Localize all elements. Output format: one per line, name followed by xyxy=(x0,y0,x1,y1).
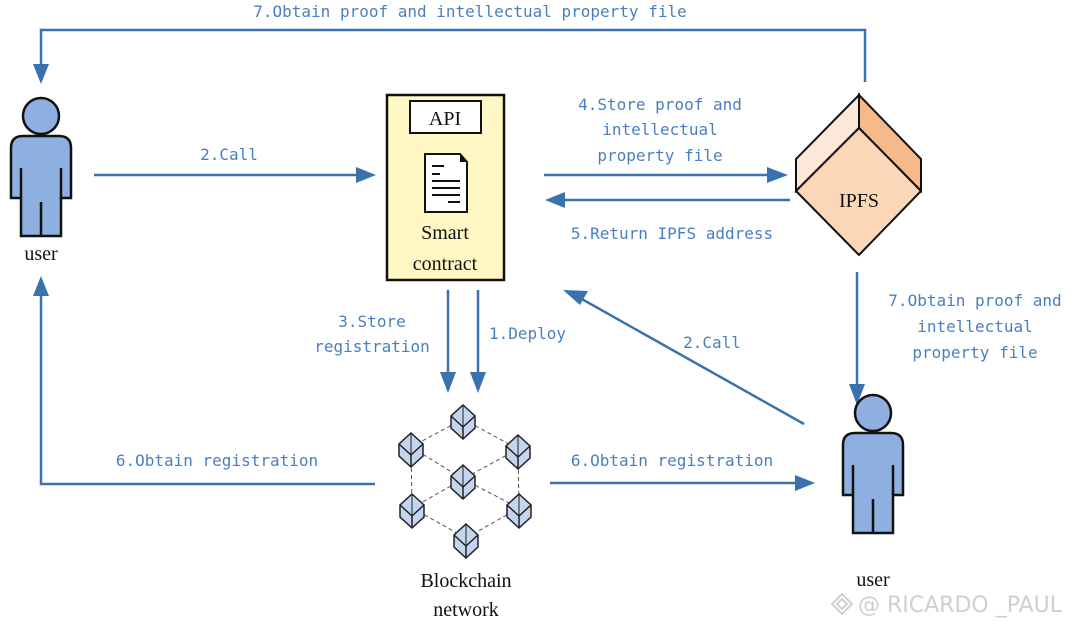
arrowhead-icon xyxy=(33,276,49,296)
arrowhead-icon xyxy=(470,372,486,393)
api-label: API xyxy=(429,108,461,130)
user-right-figure[interactable] xyxy=(841,393,905,535)
block-icon xyxy=(450,404,476,440)
ipfs-label: IPFS xyxy=(839,190,879,212)
edge-label-store-reg-1: 3.Store xyxy=(338,312,405,331)
contract-label-2: contract xyxy=(413,253,478,275)
edge-call-right: 2.Call xyxy=(563,290,805,426)
arrowhead-icon xyxy=(767,167,788,183)
edge-label-call-right: 2.Call xyxy=(683,333,741,352)
arrowhead-icon xyxy=(33,64,49,84)
smart-contract-node[interactable]: API Smart contract xyxy=(385,93,506,282)
edge-label-call-left: 2.Call xyxy=(200,145,258,164)
block-icon xyxy=(398,432,424,468)
edge-label-obtain-right-2: intellectual xyxy=(917,317,1033,336)
edge-label-deploy: 1.Deploy xyxy=(489,324,566,343)
user-left-label: user xyxy=(24,243,58,265)
document-icon xyxy=(424,153,468,213)
edge-label-top-obtain: 7.Obtain proof and intellectual property… xyxy=(253,2,686,21)
arrowhead-icon xyxy=(440,372,456,393)
edge-top-obtain: 7.Obtain proof and intellectual property… xyxy=(33,2,867,84)
arrowhead-icon xyxy=(545,192,565,208)
block-icon xyxy=(450,464,476,500)
user-left-figure[interactable] xyxy=(9,96,73,238)
edge-deploy: 1.Deploy xyxy=(470,290,566,393)
edge-label-obtain-reg-right: 6.Obtain registration xyxy=(571,451,773,470)
ipfs-node[interactable]: IPFS xyxy=(794,92,923,257)
edge-call-left: 2.Call xyxy=(94,145,376,183)
arrowhead-icon xyxy=(795,475,815,491)
arrowhead-icon xyxy=(849,384,865,405)
watermark: @ RICARDO _PAUL xyxy=(830,592,1063,618)
edge-label-obtain-right-1: 7.Obtain proof and xyxy=(888,291,1061,310)
block-icon xyxy=(505,434,531,470)
arrowhead-icon xyxy=(356,167,376,183)
edge-store-proof: 4.Store proof and intellectual property … xyxy=(544,95,788,183)
edge-label-store-reg-2: registration xyxy=(314,337,430,356)
blockchain-label-2: network xyxy=(433,599,499,621)
contract-label-1: Smart xyxy=(421,222,469,244)
blockchain-network-node[interactable]: Blockchain network xyxy=(398,404,532,621)
user-right-label: user xyxy=(856,569,890,591)
edge-return-ipfs: 5.Return IPFS address xyxy=(545,192,790,243)
edge-label-store-proof-1: 4.Store proof and xyxy=(578,95,742,114)
edge-obtain-right: 7.Obtain proof and intellectual property… xyxy=(849,272,1062,405)
arrowhead-icon xyxy=(563,290,588,305)
edge-store-registration: 3.Store registration xyxy=(314,290,456,393)
edge-label-return-ipfs: 5.Return IPFS address xyxy=(571,224,773,243)
watermark-text: @ RICARDO _PAUL xyxy=(858,593,1063,618)
edge-label-store-proof-3: property file xyxy=(597,146,722,165)
block-icon xyxy=(399,493,425,529)
edge-label-store-proof-2: intellectual xyxy=(602,120,718,139)
block-icon xyxy=(453,523,479,559)
block-icon xyxy=(506,493,532,529)
edge-obtain-reg-left: 6.Obtain registration xyxy=(33,276,375,486)
blockchain-label-1: Blockchain xyxy=(420,570,511,592)
edge-label-obtain-reg-left: 6.Obtain registration xyxy=(116,451,318,470)
edge-label-obtain-right-3: property file xyxy=(912,343,1037,362)
watermark-logo-icon xyxy=(830,592,854,616)
edge-obtain-reg-right: 6.Obtain registration xyxy=(550,451,815,491)
